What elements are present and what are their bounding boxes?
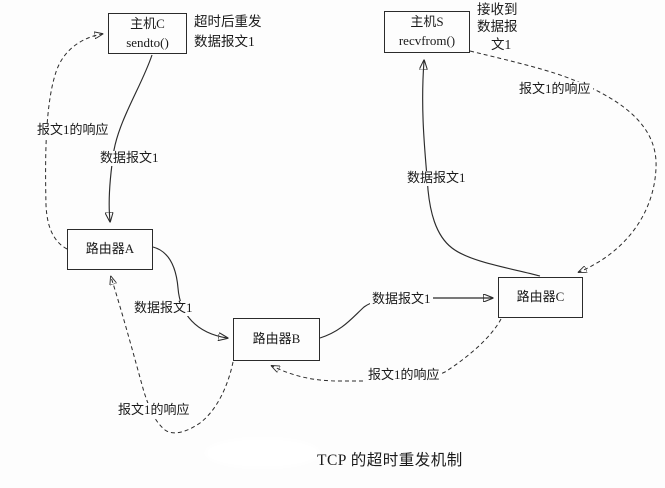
receive-note-line2: 数据报 bbox=[477, 19, 518, 35]
retransmit-note: 超时后重发 数据报文1 bbox=[194, 12, 262, 51]
node-router-a: 路由器A bbox=[67, 229, 153, 270]
diagram-title: TCP 的超时重发机制 bbox=[317, 452, 463, 469]
edge-label-response-2: 报文1的响应 bbox=[366, 367, 442, 383]
node-host-s-func: recvfrom() bbox=[398, 33, 456, 48]
edge-label-data-packet-4: 数据报文1 bbox=[405, 170, 468, 186]
edge-routera-to-hostc-response-line bbox=[45, 34, 102, 250]
node-router-b-name: 路由器B bbox=[252, 331, 301, 347]
receive-note-line3: 文1 bbox=[491, 36, 512, 52]
node-host-s-name: 主机S bbox=[410, 14, 444, 30]
edge-label-data-packet-2: 数据报文1 bbox=[132, 300, 195, 316]
edge-label-data-packet-1: 数据报文1 bbox=[98, 150, 161, 166]
edge-label-response-4: 报文1的响应 bbox=[35, 122, 111, 138]
edge-routerb-to-routera-response-line bbox=[111, 277, 234, 434]
node-router-c: 路由器C bbox=[498, 277, 583, 318]
retransmit-note-line2: 数据报文1 bbox=[194, 33, 255, 49]
edge-label-data-packet-3: 数据报文1 bbox=[370, 291, 433, 307]
edge-routerc-to-hosts-line bbox=[423, 61, 541, 277]
node-host-c-func: sendto() bbox=[126, 34, 169, 50]
edge-hosts-to-routerc-response-line bbox=[469, 50, 657, 272]
edge-label-response-1: 报文1的响应 bbox=[517, 81, 593, 97]
node-host-s: 主机S recvfrom() bbox=[384, 11, 470, 53]
receive-note-line1: 接收到 bbox=[477, 2, 518, 17]
edge-routera-to-routerb-line bbox=[152, 246, 227, 338]
receive-note: 接收到 数据报 文1 bbox=[477, 1, 518, 53]
node-router-b: 路由器B bbox=[233, 318, 320, 361]
node-host-c: 主机C sendto() bbox=[108, 13, 187, 54]
edge-hostc-to-routera-line bbox=[109, 54, 153, 221]
node-router-a-name: 路由器A bbox=[85, 241, 135, 257]
edge-label-response-3: 报文1的响应 bbox=[116, 402, 192, 418]
node-router-c-name: 路由器C bbox=[516, 289, 565, 305]
retransmit-note-line1: 超时后重发 bbox=[194, 14, 262, 29]
node-host-c-name: 主机C bbox=[130, 15, 165, 31]
scan-artifact bbox=[205, 438, 320, 468]
